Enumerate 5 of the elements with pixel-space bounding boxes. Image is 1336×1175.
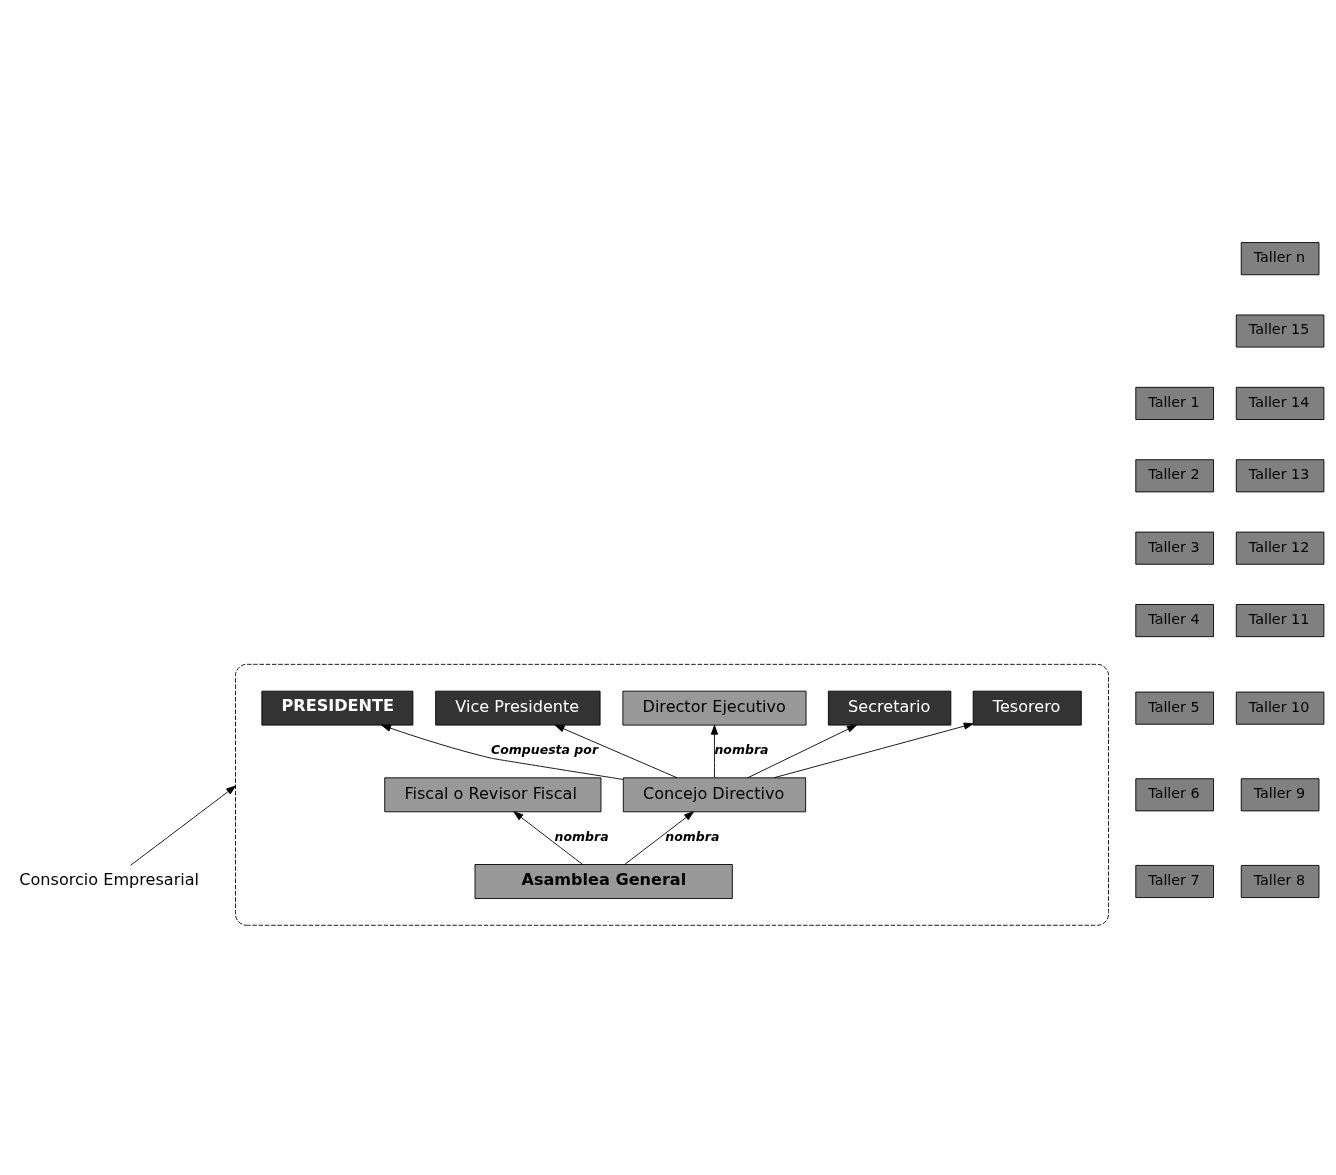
node-text: Consorcio Empresarial [19, 870, 200, 890]
edge-label: nombra [665, 828, 720, 844]
edge-label: Compuesta por [491, 741, 599, 757]
edge-label: nombra [714, 741, 769, 757]
edge-label: nombra [554, 828, 609, 844]
